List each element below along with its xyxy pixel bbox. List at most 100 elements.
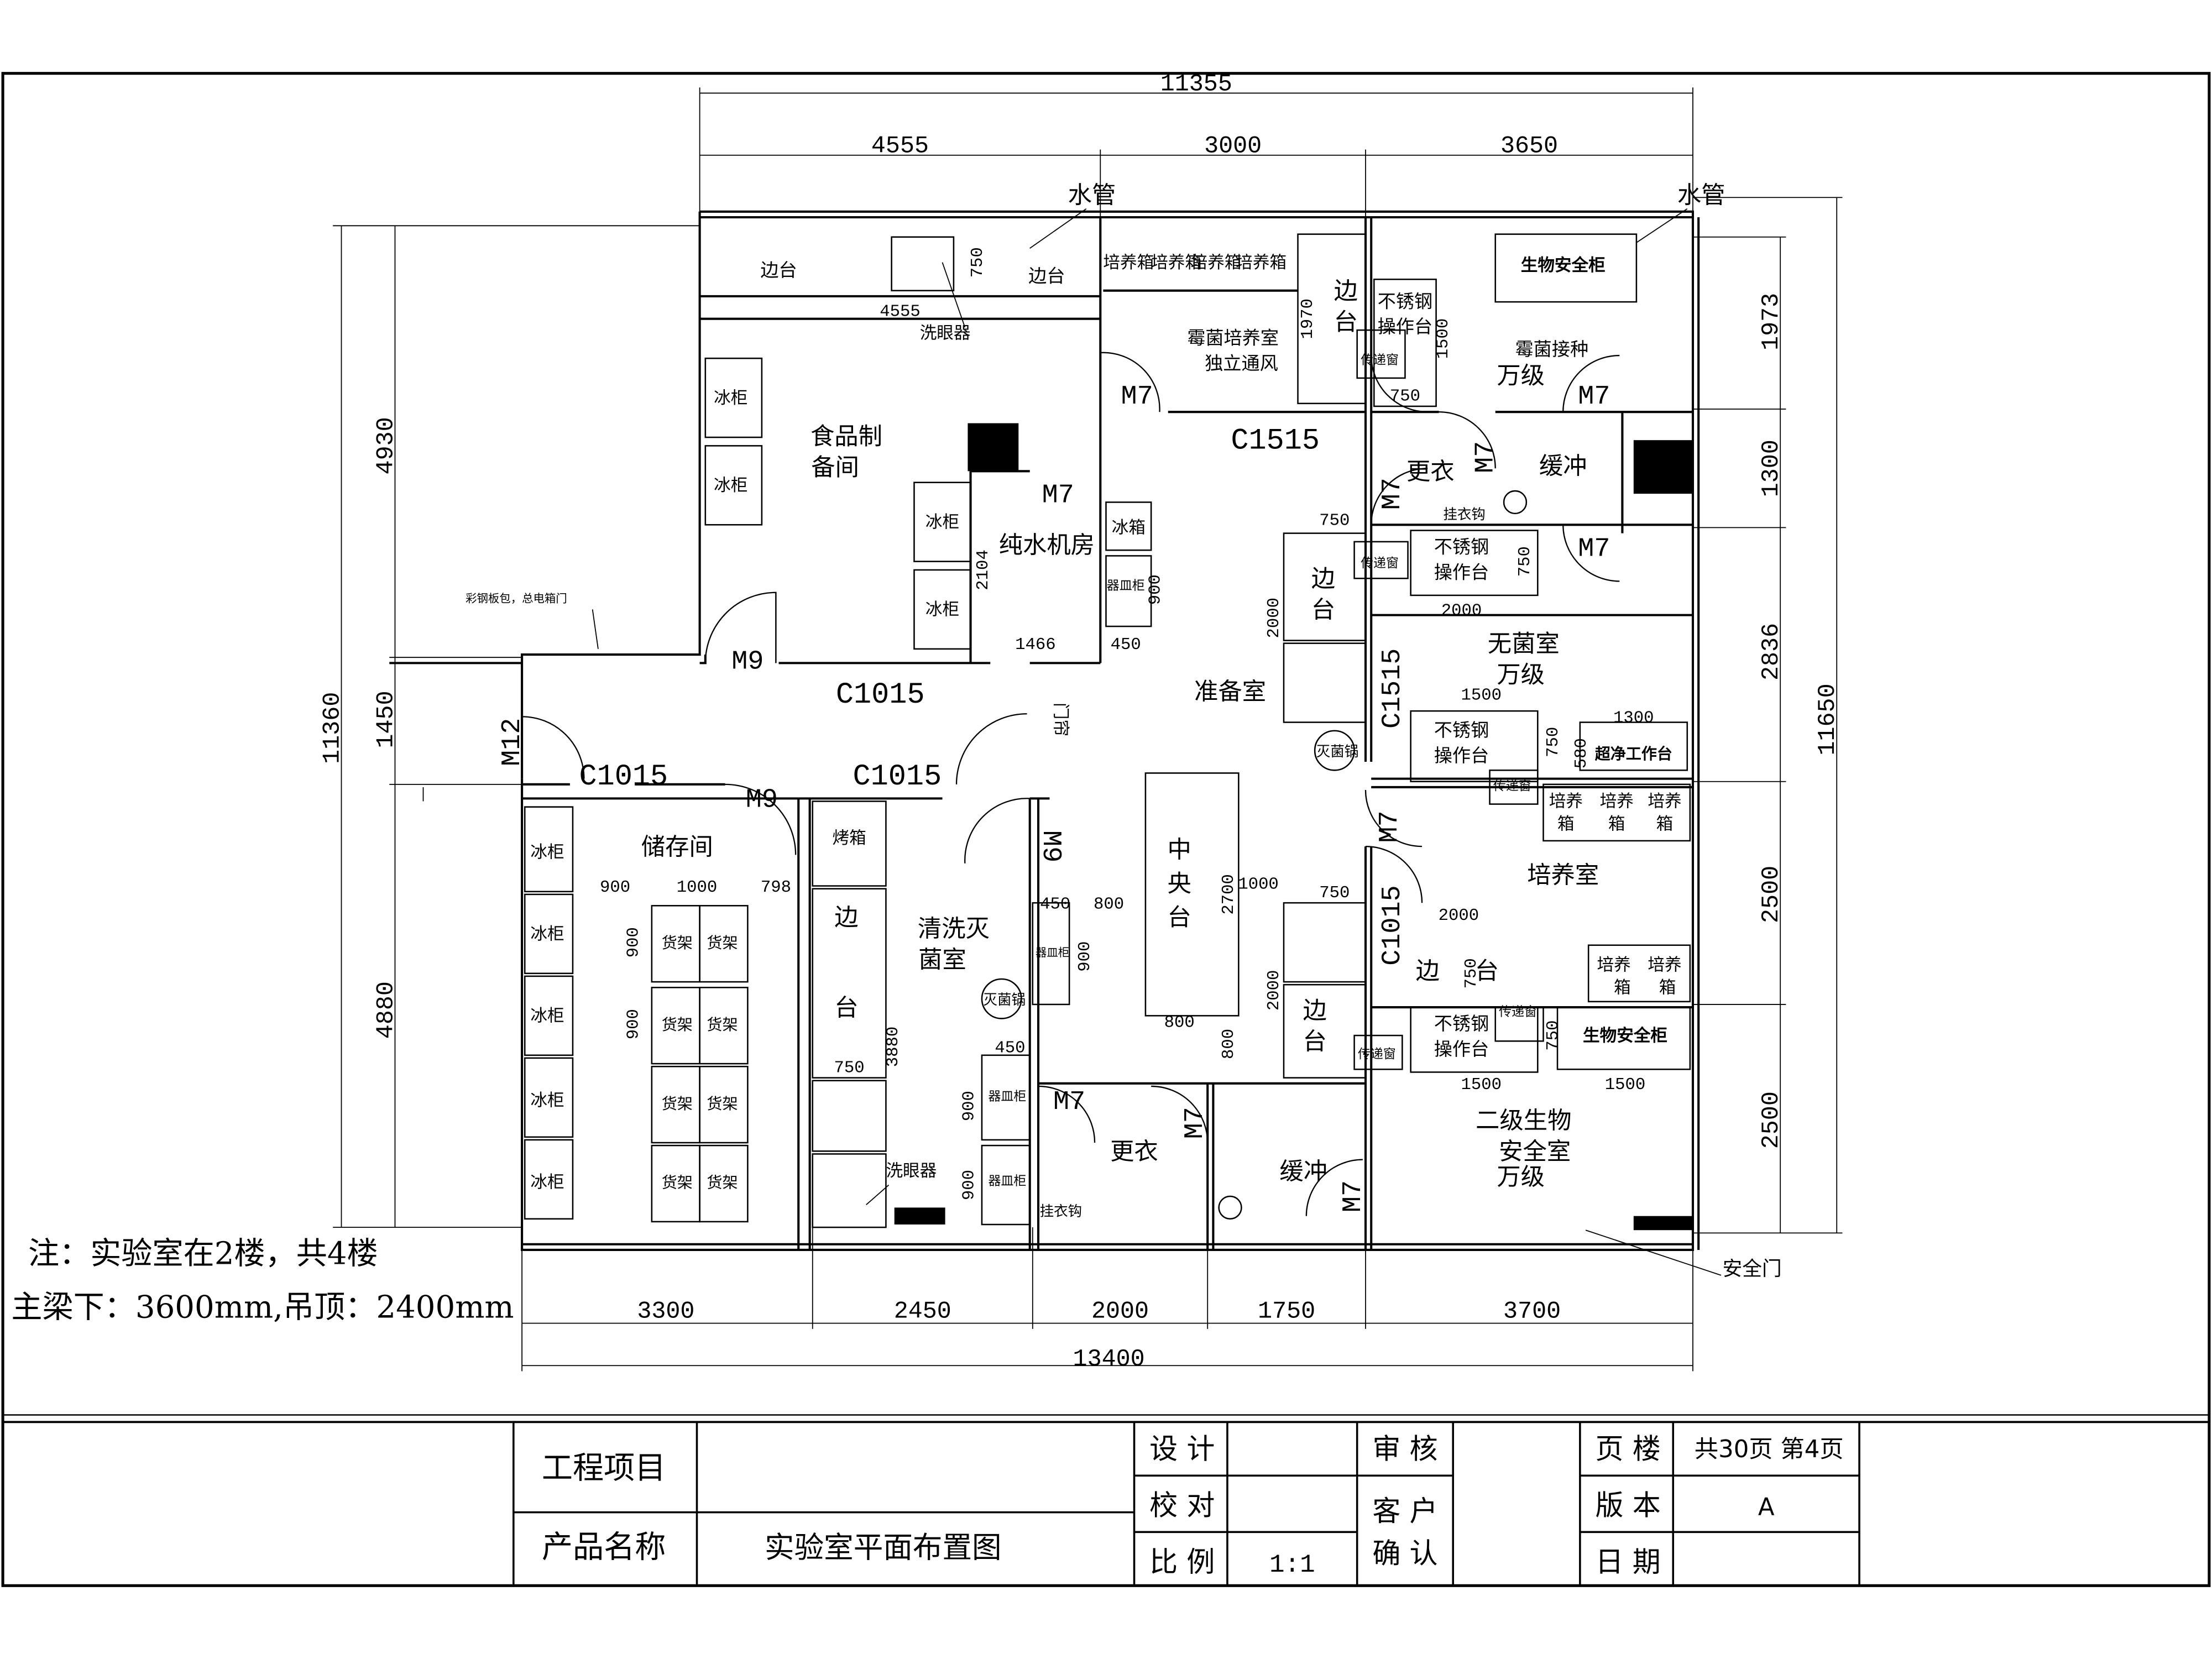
label-inc-a4: 培养 <box>1597 956 1630 975</box>
svg-text:2000: 2000 <box>1439 907 1479 925</box>
label-shelf-1: 货架 <box>662 934 693 952</box>
room-wash-2: 菌室 <box>918 946 966 974</box>
label-side-counter-2: 边台 <box>1028 265 1065 286</box>
room-wash: 清洗灭 <box>918 915 990 943</box>
label-counter-b5: 台 <box>1475 957 1499 985</box>
label-incubator-1: 培养箱 <box>1103 253 1154 273</box>
tag-m7-6: M7 <box>1377 478 1408 510</box>
black-panels[interactable] <box>894 423 1693 1231</box>
svg-text:750: 750 <box>1544 727 1563 757</box>
svg-text:750: 750 <box>1516 546 1535 577</box>
svg-text:1000: 1000 <box>677 878 717 897</box>
label-incubator-4: 培养箱 <box>1236 253 1287 273</box>
label-hanger-1: 挂衣钩 <box>1443 506 1486 523</box>
autoclave-icon <box>1314 730 1355 771</box>
room-mold-culture-2: 独立通风 <box>1205 353 1278 374</box>
label-fridge-4: 冰柜 <box>925 600 959 620</box>
label-clean-bench: 超净工作台 <box>1595 745 1672 763</box>
label-pass-box-1: 传递窗 <box>1361 353 1399 367</box>
svg-text:1000: 1000 <box>1238 876 1278 894</box>
equipment <box>524 233 1691 1228</box>
label-safety-door: 安全门 <box>1723 1258 1782 1280</box>
label-counter-a2: 边 <box>1311 566 1335 593</box>
svg-text:900: 900 <box>1076 941 1095 972</box>
room-change-1: 更衣 <box>1406 458 1455 486</box>
svg-text:750: 750 <box>1544 1020 1563 1051</box>
tag-m12: M12 <box>497 718 527 766</box>
tb-pages-value: 共30页 第4页 <box>1695 1436 1844 1463</box>
label-counter-b4: 台 <box>1303 1028 1326 1056</box>
room-sterile: 无菌室 <box>1488 630 1560 658</box>
dim-right-2: 1300 <box>1758 439 1785 497</box>
label-shelf-8: 货架 <box>707 1174 738 1192</box>
tag-m9-3: M9 <box>1036 830 1066 862</box>
svg-text:1500: 1500 <box>1461 687 1502 705</box>
label-inc-b5: 箱 <box>1659 978 1676 998</box>
tag-m7-5: M7 <box>1471 441 1501 473</box>
note-line-2: 主梁下：3600mm,吊顶：2400mm <box>11 1289 514 1325</box>
svg-text:750: 750 <box>1462 958 1481 988</box>
label-central-c: 台 <box>1168 904 1191 931</box>
label-autoclave-1: 灭菌锅 <box>1316 744 1359 760</box>
label-inc-b3: 箱 <box>1656 814 1674 834</box>
tb-product-value: 实验室平面布置图 <box>765 1530 1002 1564</box>
svg-text:900: 900 <box>600 878 630 897</box>
label-shelf-4: 货架 <box>707 1016 738 1034</box>
label-cabinet-4: 器皿柜 <box>1036 946 1069 959</box>
label-door-curtain: 门帘 <box>1051 703 1070 736</box>
tag-c1015-2: C1015 <box>579 760 668 794</box>
tag-c1015-3: C1015 <box>853 760 942 794</box>
svg-text:750: 750 <box>969 247 987 278</box>
dim-bottom-2: 2450 <box>894 1298 951 1325</box>
tag-m7-4: M7 <box>1578 533 1610 564</box>
dim-left-2: 1450 <box>373 690 400 748</box>
svg-text:900: 900 <box>624 1009 643 1039</box>
label-central-b: 央 <box>1168 870 1191 898</box>
shelf-labels: 货架 货架 货架 货架 货架 货架 货架 货架 器皿柜 器皿柜 器皿柜 器皿柜 <box>662 579 1145 1192</box>
label-incubator-2: 培养箱 <box>1151 253 1202 273</box>
tag-c1515-2: C1515 <box>1377 648 1408 729</box>
label-fridge-s2: 冰柜 <box>530 925 564 944</box>
room-buffer-2: 缓冲 <box>1279 1158 1327 1185</box>
tag-m9-1: M9 <box>731 647 764 677</box>
label-inc-b1: 箱 <box>1557 814 1575 834</box>
label-fridge-s4: 冰柜 <box>530 1091 564 1111</box>
label-ss-bench-1b: 操作台 <box>1378 316 1432 337</box>
svg-text:2000: 2000 <box>1265 970 1284 1011</box>
room-mold-inoc-2: 万级 <box>1497 362 1545 390</box>
label-counter-b1: 台 <box>1334 308 1358 336</box>
room-food-prep: 食品制 <box>810 423 882 451</box>
label-inc-a5: 培养 <box>1648 956 1681 975</box>
dim-top-3: 3650 <box>1500 133 1558 160</box>
svg-text:450: 450 <box>995 1039 1025 1058</box>
label-inc-b2: 箱 <box>1608 814 1625 834</box>
room-change-2: 更衣 <box>1110 1138 1158 1166</box>
autoclave-icon <box>981 978 1022 1019</box>
tag-c1515-1: C1515 <box>1231 424 1320 458</box>
svg-text:3880: 3880 <box>884 1027 903 1067</box>
label-central-a: 中 <box>1168 836 1191 864</box>
tb-date-label: 日 期 <box>1595 1546 1660 1579</box>
room-pure-water: 纯水机房 <box>999 531 1095 559</box>
tb-version-value: A <box>1758 1494 1775 1521</box>
label-shelf-3: 货架 <box>662 1016 693 1034</box>
label-side-counter-1: 边台 <box>760 259 797 281</box>
label-autoclave-2: 灭菌锅 <box>984 992 1026 1008</box>
label-hanger-2: 挂衣钩 <box>1040 1203 1083 1220</box>
room-mold-culture: 霉菌培养室 <box>1187 327 1279 349</box>
dim-top-total: 11355 <box>1160 71 1232 98</box>
dim-bottom-total: 13400 <box>1073 1346 1145 1373</box>
dim-bottom-1: 3300 <box>637 1298 694 1325</box>
label-ss-bench-2b: 操作台 <box>1434 561 1489 583</box>
tb-scale-value: 1:1 <box>1269 1551 1315 1579</box>
label-incubator-3: 培养箱 <box>1191 253 1242 273</box>
svg-text:2104: 2104 <box>974 549 993 590</box>
label-oven: 烤箱 <box>832 829 866 848</box>
label-bsc-2: 生物安全柜 <box>1583 1025 1667 1045</box>
label-counter-a4: 边 <box>1303 997 1326 1024</box>
label-water-pipe-2: 水管 <box>1677 181 1725 209</box>
label-fridge-s3: 冰柜 <box>530 1007 564 1026</box>
internal-dims: 4555 750 1970 1500 750 2104 1466 450 900… <box>600 247 1654 1200</box>
dim-right-3: 2836 <box>1758 623 1785 681</box>
door-window-tags: M7 M7 M7 M7 M7 M7 M7 M7 M7 M7 M9 M9 M9 M… <box>497 381 1610 1212</box>
